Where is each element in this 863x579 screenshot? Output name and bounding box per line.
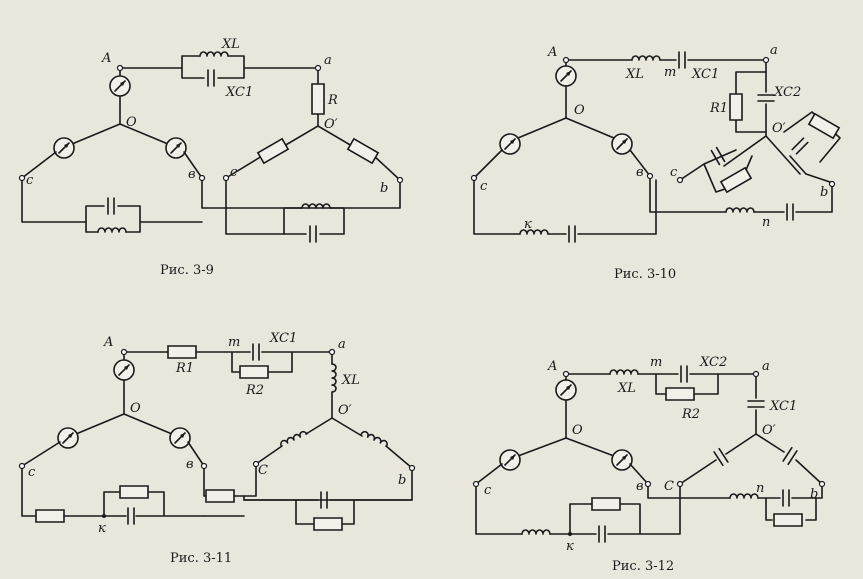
node-label: b (398, 473, 406, 488)
node-label: в (636, 479, 644, 494)
node-label: O (126, 115, 137, 130)
figure-3-12: A O c в C b a O′ m к n XL XC2 R2 XC1 Рис… (474, 355, 825, 574)
node-label: b (380, 181, 388, 196)
figure-caption: Рис. 3-9 (160, 263, 214, 278)
node-label: O (572, 423, 583, 438)
node-label: n (756, 481, 764, 496)
node-label: C (258, 463, 268, 478)
node-label: n (762, 215, 770, 230)
component-label: R1 (175, 361, 194, 376)
node-label: c (26, 173, 34, 188)
node-label: c (484, 483, 492, 498)
node-label: A (547, 359, 557, 374)
component-label: R2 (681, 407, 700, 422)
node-label: к (98, 521, 106, 536)
figure-3-9: A O c в c b a O′ R XL XC1 Рис. 3-9 (20, 37, 403, 278)
component-label: XL (625, 67, 644, 82)
component-label: XL (617, 381, 636, 396)
node-label: A (101, 51, 111, 66)
node-label: m (650, 355, 662, 370)
node-label: a (770, 43, 778, 58)
component-label: R2 (245, 383, 264, 398)
node-label: O′ (762, 423, 776, 438)
node-label: a (324, 53, 332, 68)
node-label: A (103, 335, 113, 350)
node-label: O′ (324, 117, 338, 132)
node-label: O (574, 103, 585, 118)
component-label: XL (221, 37, 240, 52)
node-label: c (28, 465, 36, 480)
node-label: m (228, 335, 240, 350)
component-label: XL (341, 373, 360, 388)
figure-caption: Рис. 3-12 (612, 559, 674, 574)
node-label: a (338, 337, 346, 352)
node-label: в (186, 457, 194, 472)
component-label: XC2 (699, 355, 727, 370)
node-label: m (664, 65, 676, 80)
node-label: b (810, 487, 818, 502)
node-label: a (762, 359, 770, 374)
component-label: R1 (709, 101, 728, 116)
node-label: O′ (338, 403, 352, 418)
figure-3-11: A O c в C b a O′ m к R1 R2 XC1 XL Рис. 3… (20, 331, 415, 566)
component-label: XC1 (691, 67, 719, 82)
figure-3-10: A O c в c b a O′ m к n XL XC1 XC2 R1 Рис… (472, 43, 841, 282)
node-label: O′ (772, 121, 786, 136)
component-label: XC1 (225, 85, 253, 100)
component-label: XC2 (773, 85, 801, 100)
node-label: C (664, 479, 674, 494)
node-label: O (130, 401, 141, 416)
node-label: к (566, 539, 574, 554)
node-label: c (670, 165, 678, 180)
component-label: R (327, 93, 338, 108)
figure-caption: Рис. 3-10 (614, 267, 676, 282)
component-label: XC1 (769, 399, 797, 414)
node-label: c (480, 179, 488, 194)
node-label: в (636, 165, 644, 180)
component-label: XC1 (269, 331, 297, 346)
node-label: A (547, 45, 557, 60)
figure-caption: Рис. 3-11 (170, 551, 232, 566)
node-label: b (820, 185, 828, 200)
node-label: c (230, 165, 238, 180)
generator-star-fig9 (22, 68, 202, 178)
node-label: к (524, 217, 532, 232)
node-label: в (188, 167, 196, 182)
